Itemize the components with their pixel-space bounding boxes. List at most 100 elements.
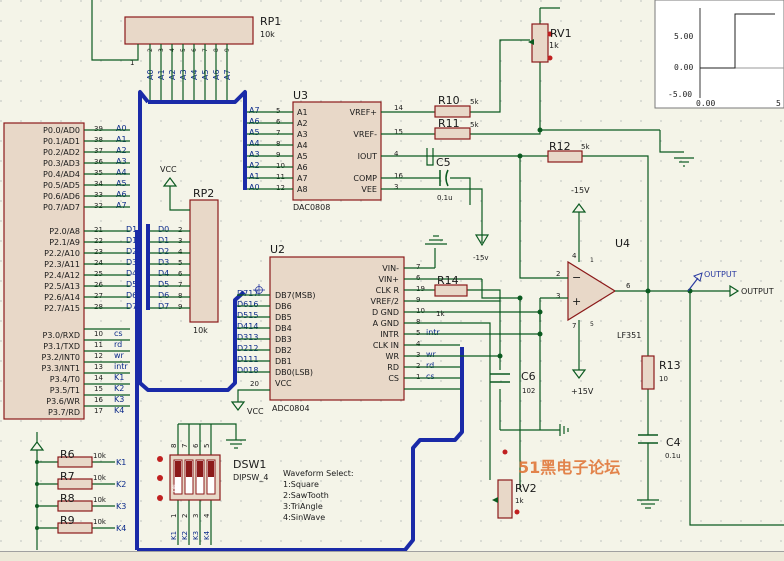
mcu-port2-pin: 24: [94, 259, 103, 267]
key-net-4: K4: [116, 524, 126, 533]
mcu-port3-label: P3.1/TXD: [43, 342, 80, 351]
u3-right-pin-name: VREF+: [350, 108, 377, 117]
u3-left-net: A7: [249, 106, 260, 115]
mcu-port3-net: K1: [114, 373, 124, 382]
capacitor-c5[interactable]: C5 0.1u: [436, 156, 453, 202]
rp2-net: D3: [158, 258, 169, 267]
r10-value: 5k: [470, 98, 479, 106]
analog-graph[interactable]: 5.00 0.00 -5.00 0.00 5: [654, 0, 784, 109]
mcu-port2-pin: 25: [94, 270, 103, 278]
u3-left-pin-number: 5: [276, 107, 280, 115]
junction-dots: [35, 127, 693, 530]
potentiometer-rv2[interactable]: RV2 1k: [492, 449, 537, 519]
opamp-u4-lf351[interactable]: − + U4 LF351 2 3 6 7 4 1 5 -15V +15V: [556, 186, 641, 396]
graph-ytick-1: 0.00: [674, 63, 693, 72]
c5-ref: C5: [436, 156, 451, 169]
dsw-bottom-pin: 2: [181, 514, 189, 518]
u2-right-pin-number: 8: [416, 318, 420, 326]
u3-left-pin-name: A8: [297, 185, 308, 194]
chip-u2-adc0804[interactable]: U2 ADC0804 DB7(MSB)D717DB6D616DB5D515DB4…: [230, 243, 440, 416]
u3-right-pin-number: 15: [394, 128, 403, 136]
r13-ref: R13: [659, 359, 681, 372]
mcu-port3-pin: 13: [94, 363, 103, 371]
mcu-port3-net: K3: [114, 395, 124, 404]
u3-left-pin-name: A3: [297, 130, 308, 139]
mcu-port3-pin: 17: [94, 407, 103, 415]
u2-right-net: cs: [426, 372, 435, 381]
u2-right-pin-name: WR: [386, 352, 400, 361]
chip-u3-dac0808[interactable]: U3 DAC0808 A15A7A26A6A37A5A48A4A59A3A610…: [249, 89, 403, 212]
key-resistors[interactable]: R6 10k R7 10k R8 10k R9 10k K1 K2 K3 K4: [57, 448, 126, 534]
mcu-port3-label: P3.3/INT1: [41, 364, 80, 373]
mcu-port0-label: P0.2/AD2: [43, 148, 80, 157]
mcu-port3-pin: 11: [94, 341, 103, 349]
mcu-port0-label: P0.7/AD7: [43, 203, 80, 212]
resistor-r14[interactable]: R14 1k: [434, 274, 468, 318]
output-terminal[interactable]: OUTPUT: [729, 284, 774, 298]
mcu-port3-net: rd: [114, 340, 122, 349]
u4-part: LF351: [617, 331, 641, 340]
u4-pin-out: 6: [626, 282, 631, 290]
mcu-port2-pin: 26: [94, 281, 103, 289]
resistor-r10[interactable]: R10 5k 14: [394, 94, 479, 118]
mcu-port0-net: A5: [116, 179, 127, 188]
mcu-port2-label: P2.6/A14: [44, 293, 80, 302]
u2-left-net: D616: [237, 300, 258, 309]
u3-part: DAC0808: [293, 203, 330, 212]
output-probe[interactable]: OUTPUT: [687, 270, 737, 292]
mcu-port2-net: D7: [126, 302, 137, 311]
dsw-bottom-net: K3: [192, 531, 200, 540]
u2-right-net: wr: [426, 350, 437, 359]
u2-right-pin-name: CS: [388, 374, 399, 383]
c5-value: 0.1u: [437, 194, 453, 202]
u3-left-pin-number: 6: [276, 118, 281, 126]
rp2-net: D4: [158, 269, 169, 278]
u3-left-pin-number: 12: [276, 184, 285, 192]
key-vcc-arrow-icon: [29, 441, 45, 451]
r6-value: 10k: [93, 452, 107, 460]
u2-right-pin-name: RD: [387, 363, 399, 372]
rp2-pin: 9: [178, 303, 182, 311]
u2-right-pin-number: 4: [416, 340, 421, 348]
u3-left-pin-name: A2: [297, 119, 308, 128]
u3-left-pin-name: A6: [297, 163, 308, 172]
resistor-r12[interactable]: R12 5k: [547, 140, 590, 163]
mcu-port3-net: wr: [114, 351, 125, 360]
r6-ref: R6: [60, 448, 75, 461]
mcu-port2-net: D1: [126, 225, 137, 234]
mcu-port3-pin: 16: [94, 396, 103, 404]
capacitor-c6[interactable]: C6 102: [490, 370, 536, 395]
rv2-ref: RV2: [515, 482, 537, 495]
rp2-value: 10k: [193, 326, 208, 335]
u3-right-pin-number: 4: [394, 150, 399, 158]
u2-right-pin-number: 1: [416, 373, 420, 381]
u3-left-pin-number: 9: [276, 151, 280, 159]
output-terminal-label: OUTPUT: [741, 287, 774, 296]
resistor-r13[interactable]: R13 10: [641, 355, 681, 390]
mcu-port0-label: P0.5/AD5: [43, 181, 80, 190]
mcu-port3-net: cs: [114, 329, 123, 338]
r8-value: 10k: [93, 496, 107, 504]
watermark-text: 51黑电子论坛: [518, 458, 620, 477]
potentiometer-rv1[interactable]: RV1 1k: [528, 23, 572, 63]
mcu-port2-label: P2.3/A11: [44, 260, 80, 269]
mcu-port2-label: P2.5/A13: [44, 282, 80, 291]
bus-lines: [135, 90, 464, 552]
u4-supply-pos: +15V: [571, 387, 594, 396]
capacitor-c4[interactable]: C4 0.1u: [638, 434, 681, 460]
u3-left-pins: A15A7A26A6A37A5A48A4A59A3A610A2A711A1A81…: [249, 106, 308, 194]
u3-right-pin-name: VEE: [361, 185, 377, 194]
graph-xtick-1: 5: [776, 99, 781, 108]
mcu-port2-pin: 28: [94, 303, 103, 311]
r8-ref: R8: [60, 492, 75, 505]
resistor-r11[interactable]: R11 5k: [434, 117, 479, 140]
